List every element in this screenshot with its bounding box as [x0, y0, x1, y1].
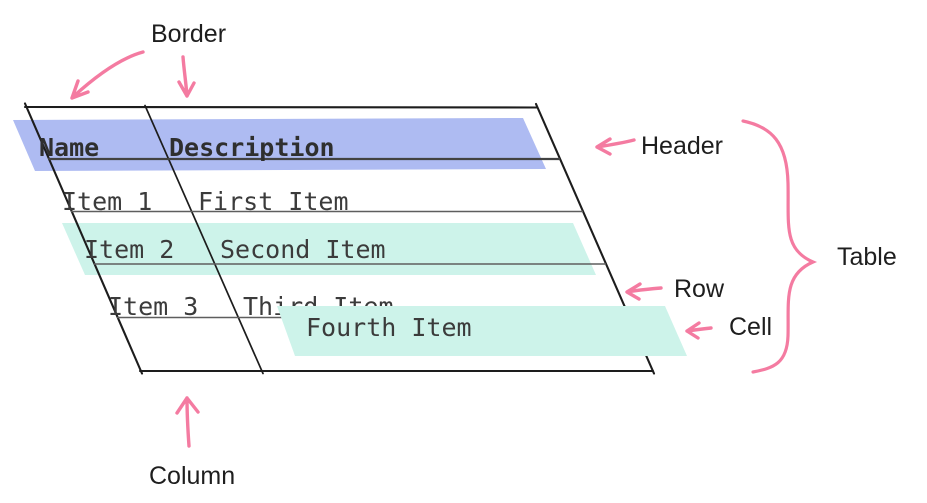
row-highlight — [62, 223, 596, 275]
cell-row1-name: Item 1 — [62, 187, 153, 216]
table-right-border — [534, 102, 656, 375]
cell-arrow-icon — [685, 321, 713, 340]
cell-row2-description: Second Item — [220, 235, 386, 264]
header-highlight — [13, 118, 546, 171]
border-label: Border — [151, 20, 227, 48]
header-cell-name: Name — [39, 133, 100, 162]
cell-highlight — [277, 306, 687, 356]
border-arrow-left-icon — [70, 50, 145, 100]
cell-row4-description: Fourth Item — [306, 313, 472, 342]
cell-row3-description: Third Item — [243, 292, 394, 321]
column-arrow-icon — [175, 396, 200, 448]
header-arrow-icon — [595, 137, 636, 156]
cell-row2-name: Item 2 — [84, 235, 175, 264]
border-arrow-down-icon — [177, 55, 196, 98]
table-top-border — [23, 105, 539, 109]
table-label: Table — [837, 243, 897, 271]
cell-row1-description: First Item — [198, 187, 349, 216]
header-label: Header — [641, 132, 723, 160]
header-cell-description: Description — [169, 133, 335, 162]
table-left-border — [23, 102, 144, 375]
cell-row3-name: Item 3 — [108, 292, 199, 321]
row-label: Row — [674, 275, 725, 303]
column-divider-line — [144, 104, 264, 375]
cell-label: Cell — [729, 313, 773, 341]
table-brace-icon — [741, 119, 818, 374]
column-label: Column — [149, 462, 236, 490]
row-arrow-icon — [625, 282, 663, 301]
